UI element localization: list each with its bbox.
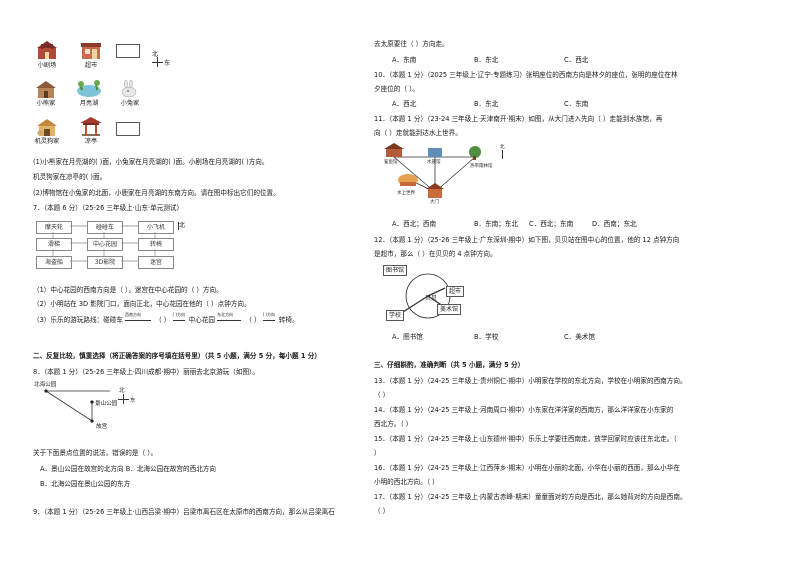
question-7-2: （2）小明站在 3D 影院门口，面向正北，中心花园在他的（ ）点钟方向。 [33,300,251,308]
label-aquarium: 水族馆 [427,160,441,165]
question-13: 13．（本题 1 分）（24-25 三年级上·贵州铜仁·期中）小明家在学校的东北… [374,377,687,385]
compass-east-label: 东 [164,60,171,67]
question-12-option-c: C．美术馆 [564,333,595,341]
question-12b: 是超市，那么（ ）在贝贝的 4 点钟方向。 [374,250,497,258]
label-supermarket-12: 超市 [446,286,465,297]
dog-house-icon [37,119,57,136]
question-17: 17．（本题 1 分）（24-25 三年级上·内蒙古赤峰·期末）童童面对的方向是… [374,493,687,501]
question-16: 16．（本题 1 分）（24-25 三年级上·江西萍乡·期末）小明在小丽的北面，… [374,464,680,472]
compass-1: 北 东 [150,51,174,71]
label-dog-house: 机灵狗家 [34,138,60,145]
question-12-option-b: B．学校 [474,333,499,341]
question-13b: （ ） [374,391,390,399]
blank-box-2[interactable] [116,122,140,136]
compass-8-north-label: 北 [119,388,125,394]
label-pavilion: 凉亭 [84,138,98,145]
grid-cell-slide: 滑梯 [36,238,72,251]
label-supermarket: 超市 [84,62,98,69]
grid-cell-small-plane: 小飞机 [138,221,174,234]
grid-cell-maze: 迷宫 [138,256,174,269]
question-11-option-b: B．东南；东北 [474,220,519,228]
question-8-option-a: A．景山公园在故宫的北方向 B．北海公园在故宫的西北方向 [40,465,216,473]
question-9-option-c: C．西北 [564,56,589,64]
compass-8: 北 东 [116,388,136,408]
label-school: 学校 [386,310,405,321]
supermarket-icon [81,43,101,59]
question-8-stem: 关于下面景点位置的说法，错误的是（ ）。 [33,449,158,457]
theater-icon [37,41,57,59]
compass-north-label: 北 [152,51,159,58]
question-10b: 夕座位的（ ）。 [374,85,419,93]
section-3-heading: 三、仔细斟酌，准确判断（共 5 小题，满分 5 分） [374,361,525,369]
lake-icon [77,80,101,97]
question-14b: 西北方。（ ） [374,420,413,428]
question-11b: 向（ ）走就能到达水上世界。 [374,129,462,137]
label-library: 图书馆 [383,265,408,276]
grid-cell-center-garden: 中心花园 [87,238,123,251]
question-7-1: （1）中心花园的西南方向是（ ），迷宫在中心花园的（ ）方向。 [33,286,223,294]
question-16b: 小明的西北方向。（ ） [374,478,439,486]
question-9-option-b: B．东北 [474,56,499,64]
question-10-option-c: C．东南 [564,100,589,108]
question-14: 14．（本题 1 分）（24-25 三年级上·河南周口·期中）小东家在洋洋家的西… [374,406,674,414]
label-forbidden-city: 故宫 [96,424,108,430]
grid-cell-pirate-ship: 海盗船 [36,256,72,269]
question-9: 9．（本题 1 分）（25-26 三年级上·山西吕梁·期中）吕梁市离石区在太原市… [33,508,335,516]
label-main-gate: 大门 [430,200,439,205]
question-a1b: 机灵狗家在凉亭的( )面。 [33,173,107,181]
question-15: 15．（本题 1 分）（24-25 三年级上·山东德州·期中）乐乐上学要往西南走… [374,435,677,443]
question-10: 10．（本题 1 分）（2025 三年级上·辽宁·专题练习）张明座位的西南方向是… [374,71,678,79]
question-11-option-a: A．西北；西南 [392,220,437,228]
question-a2: (2)博物馆在小兔家的北面，小鹿家在月亮湖的东南方向。请在图中标出它们的位置。 [33,189,280,197]
question-a1: (1)小熊家在月亮湖的( )面，小兔家在月亮湖的( )面。小剧场在月亮湖的( )… [33,158,269,166]
label-art-museum: 美术馆 [437,304,462,315]
label-rainforest: 热带雨林馆 [470,164,493,169]
label-shark-hall: 鲨鱼馆 [384,160,398,165]
label-bear-house: 小熊家 [36,100,56,107]
question-12: 12．（本题 1 分）（25-26 三年级上·广东深圳·期中）如下图，贝贝站在图… [374,236,680,244]
question-10-option-b: B．东北 [474,100,499,108]
label-water-world: 水上世界 [397,191,415,196]
label-rabbit-house: 小兔家 [120,100,140,107]
grid-cell-3d-cinema: 3D影院 [87,256,123,269]
question-11: 11．（本题 1 分）（23-24 三年级上·天津南开·期末）如图，从大门进入先… [374,115,663,123]
grid-connectors [52,225,156,262]
question-7: 7．（本题 6 分）（25-26 三年级上·山东·单元测试） [33,204,184,212]
question-17b: （ ） [374,507,390,515]
question-11-option-d: D．西南；东北 [592,220,637,228]
question-15b: ） [374,449,381,457]
section-2-heading: 二、反复比较，慎重选择（将正确答案的序号填在括号里）（共 5 小题，满分 5 分… [33,352,321,360]
grid-north-indicator: 北 [178,221,186,230]
blank-box-1[interactable] [116,44,140,58]
question-7-3: （3）乐乐的游玩路线：碰碰车 西南方向 （ ） ( )方向 中心花园 东北方向 … [33,312,299,324]
question-10-option-a: A．西北 [392,100,417,108]
grid-cell-ferris-wheel: 摩天轮 [36,221,72,234]
bear-house-icon [36,81,56,98]
label-lake: 月亮湖 [79,100,99,107]
label-beihai-park: 北海公园 [34,382,57,388]
question-8-option-b: B．北海公园在景山公园的东方 [40,480,131,488]
compass-8-east-label: 东 [130,398,136,404]
rabbit-house-icon [121,80,137,98]
label-beibei: 贝贝 [425,295,438,302]
question-11-option-c: C．西北；东南 [529,220,574,228]
map-11-north: 北 [500,144,505,159]
question-9-option-a: A．东南 [392,56,417,64]
question-9-continued: 去太原要往（ ）方向走。 [374,40,449,48]
question-12-option-a: A．图书馆 [392,333,423,341]
label-theater: 小剧场 [37,62,57,69]
label-jingshan-park: 景山公园 [95,401,118,407]
pavilion-icon [80,117,102,136]
grid-cell-bumper-car: 碰碰车 [87,221,123,234]
grid-cell-swivel-chair: 转椅 [138,238,174,251]
question-8: 8．（本题 1 分）（25-26 三年级上·四川成都·期中）丽丽去北京游玩（如图… [33,368,259,376]
